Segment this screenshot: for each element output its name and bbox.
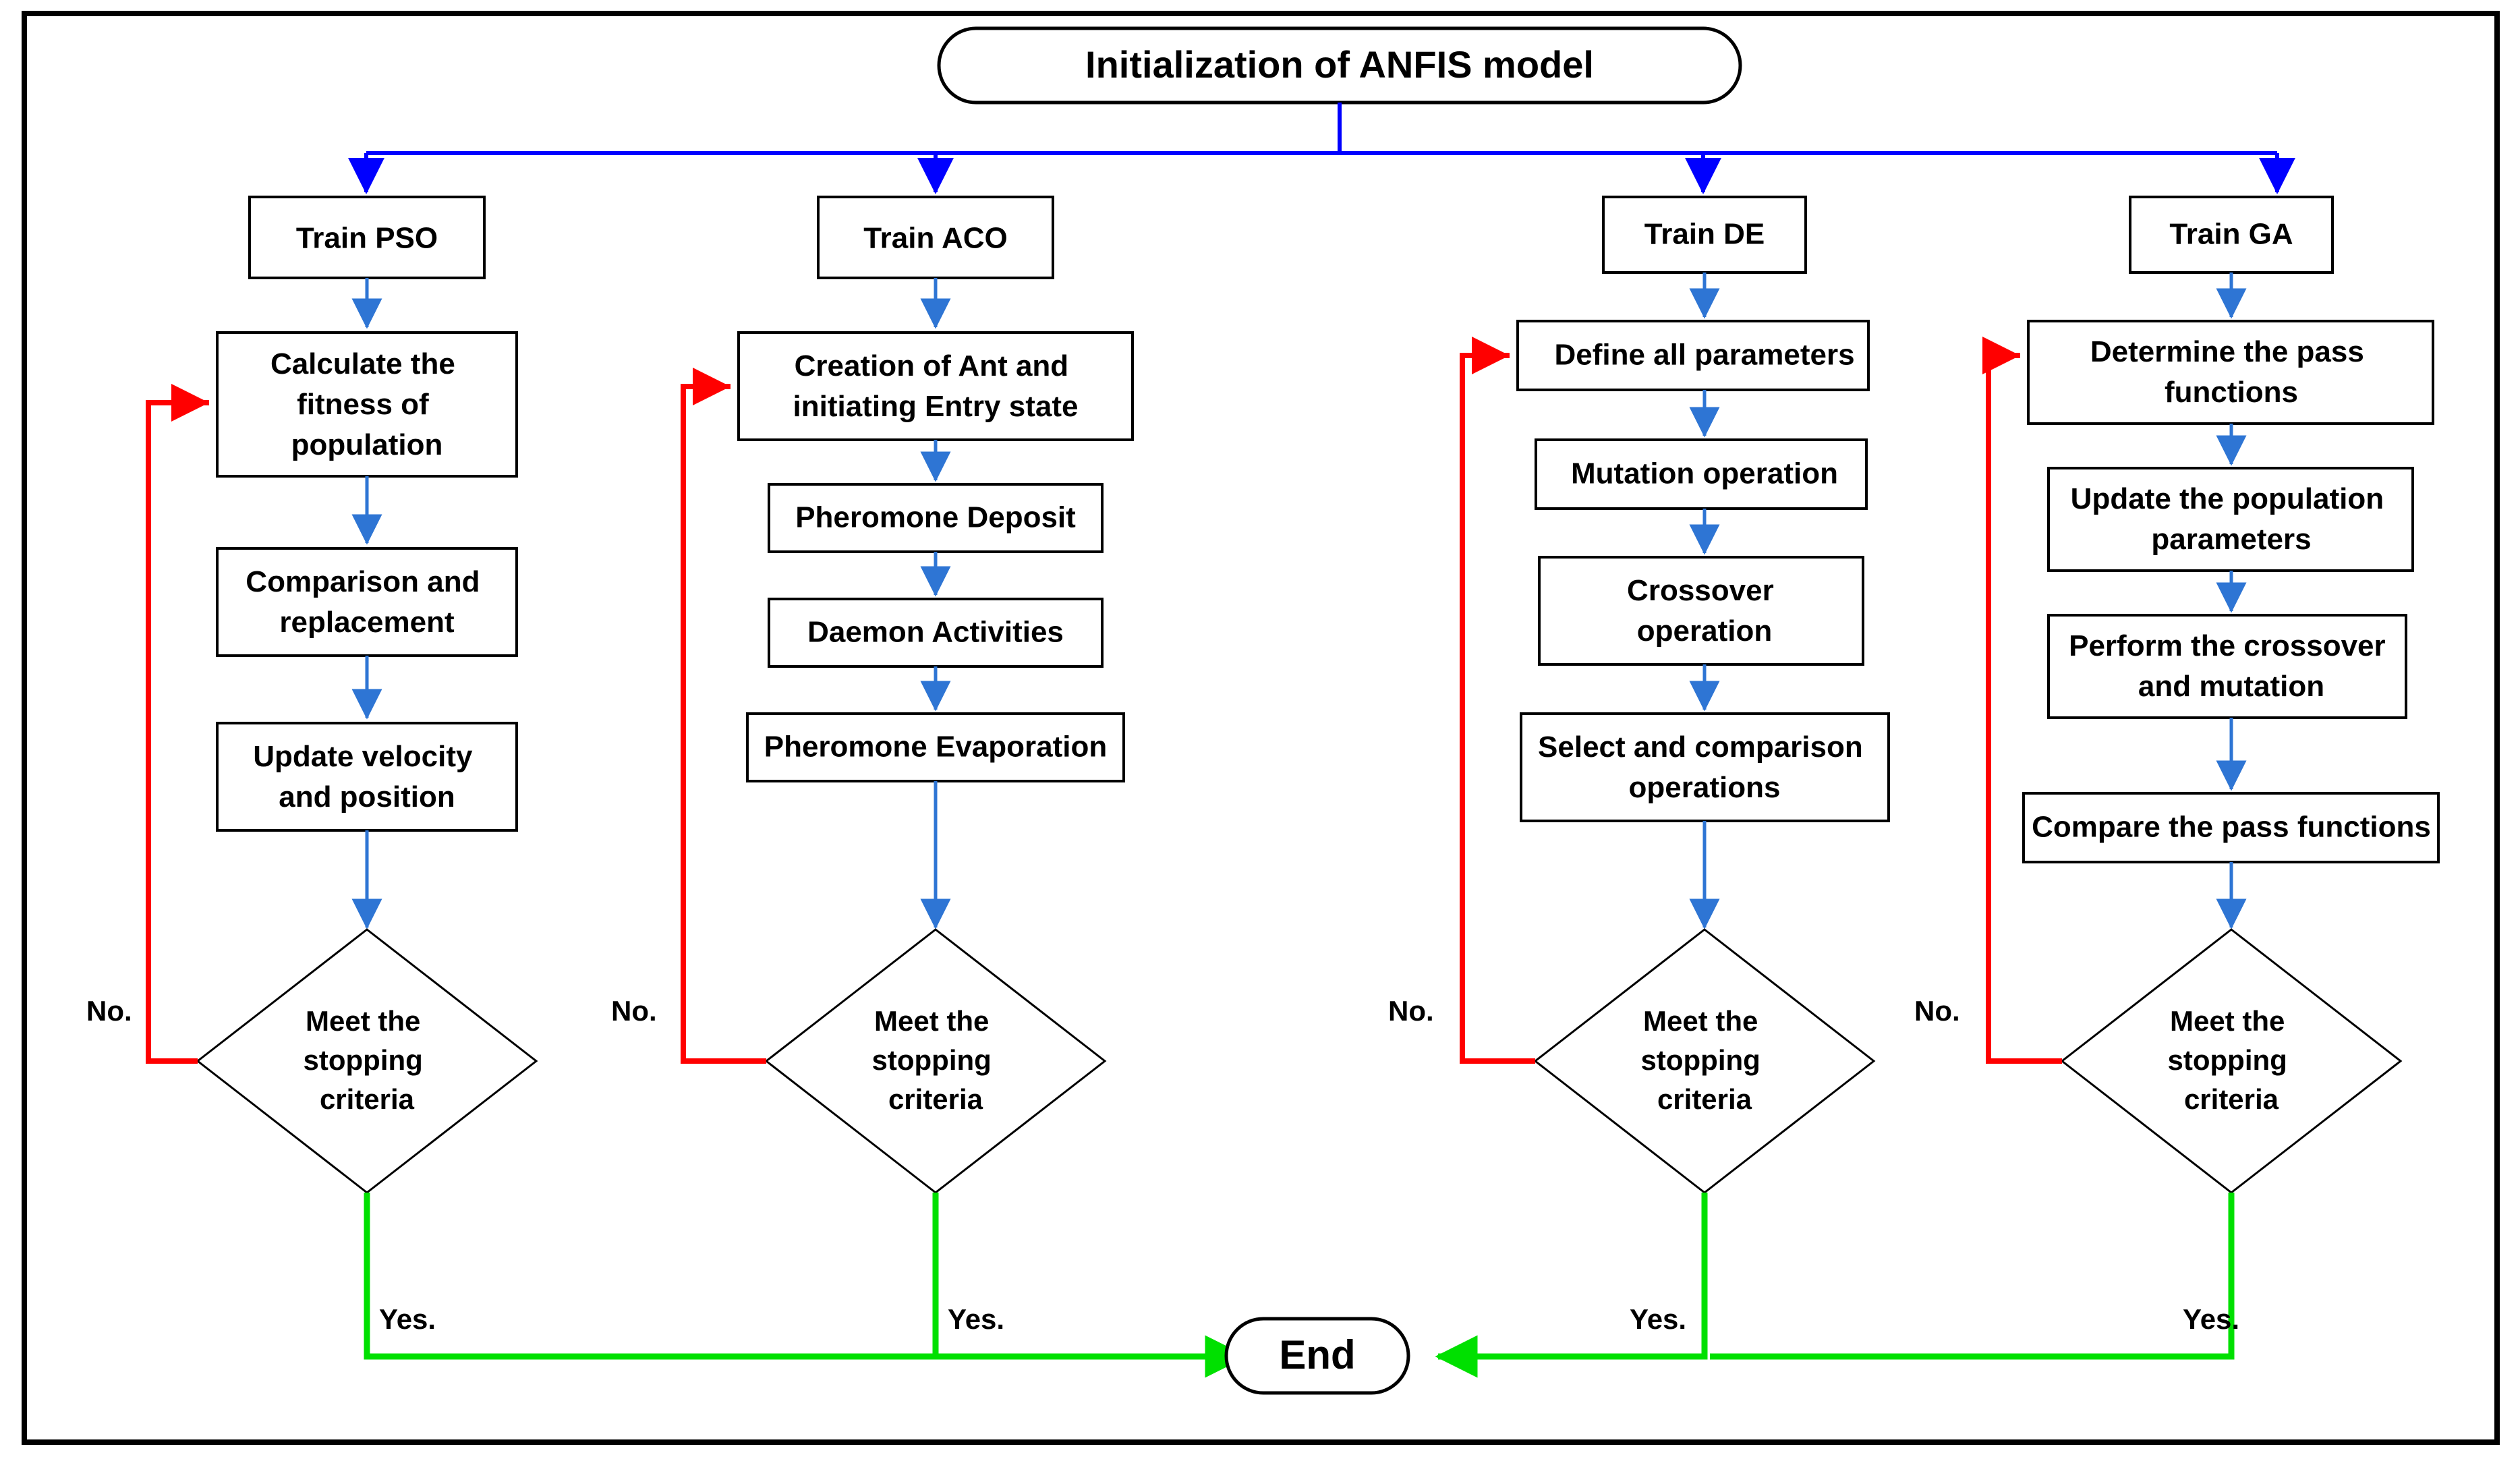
- node-pso-step-2[interactable]: [216, 547, 518, 657]
- diagram-border: [22, 11, 2500, 1445]
- node-de-step-1[interactable]: [1516, 320, 1870, 391]
- node-ga-step-3-label: Perform the crossover and mutation: [2069, 629, 2394, 703]
- edge-de-no: [1460, 337, 1535, 1064]
- node-ga-header-label: Train GA: [2169, 218, 2293, 251]
- node-de-step-3-label: Crossover operation: [1627, 574, 1782, 648]
- node-ga-step-1-label: Determine the pass functions: [2090, 335, 2372, 409]
- node-de-decision-label: Meet the stopping criteria: [1641, 1005, 1769, 1115]
- edge-aco-no-label: No.: [611, 995, 657, 1027]
- node-aco-step-2-label: Pheromone Deposit: [795, 501, 1076, 534]
- branch-pso: Train PSO Calculate the fitness of popul…: [86, 196, 1248, 1378]
- node-pso-header[interactable]: [248, 196, 486, 279]
- edge-pso-yes: [364, 1193, 1248, 1378]
- edge-de-no-label: No.: [1388, 995, 1434, 1027]
- node-ga-step-3[interactable]: [2047, 614, 2407, 719]
- node-aco-step-2[interactable]: [768, 483, 1104, 553]
- node-aco-step-1-label: Creation of Ant and initiating Entry sta…: [793, 349, 1079, 423]
- node-aco-step-4-label: Pheromone Evaporation: [764, 731, 1108, 764]
- node-pso-header-label: Train PSO: [296, 222, 438, 255]
- edge-aco-no: [681, 368, 766, 1064]
- node-pso-step-3-label: Update velocity and position: [253, 740, 480, 813]
- node-aco-step-4[interactable]: [746, 712, 1125, 782]
- fanout-connectors: [348, 103, 2295, 194]
- edge-de-yes-label: Yes.: [1630, 1303, 1686, 1335]
- node-de-header[interactable]: [1602, 196, 1807, 274]
- node-ga-step-4-label: Compare the pass functions: [2032, 811, 2431, 844]
- edge-pso-no-label: No.: [86, 995, 132, 1027]
- edge-ga-no: [1982, 337, 2062, 1064]
- start-terminator-label: Initialization of ANFIS model: [1085, 43, 1594, 86]
- end-terminator-shape: [1224, 1317, 1410, 1395]
- node-aco-step-3-label: Daemon Activities: [807, 616, 1064, 649]
- node-pso-step-1[interactable]: [216, 331, 518, 478]
- node-ga-decision-label: Meet the stopping criteria: [2168, 1005, 2295, 1115]
- node-de-step-2-label: Mutation operation: [1571, 457, 1838, 490]
- node-de-step-3[interactable]: [1538, 556, 1864, 666]
- node-de-header-label: Train DE: [1644, 218, 1765, 251]
- node-pso-step-3[interactable]: [216, 722, 518, 832]
- node-pso-step-2-label: Comparison and replacement: [246, 565, 488, 639]
- node-aco-step-3[interactable]: [768, 598, 1104, 668]
- node-de-step-2[interactable]: [1535, 438, 1868, 510]
- node-pso-decision-label: Meet the stopping criteria: [304, 1005, 431, 1115]
- edge-pso-yes-label: Yes.: [379, 1303, 436, 1335]
- edge-de-yes: [1435, 1193, 1708, 1378]
- node-pso-step-1-label: Calculate the fitness of population: [270, 347, 463, 461]
- node-aco-header[interactable]: [817, 196, 1054, 279]
- edge-pso-no: [146, 384, 209, 1064]
- node-aco-decision-label: Meet the stopping criteria: [872, 1005, 1000, 1115]
- node-ga-header[interactable]: [2129, 196, 2334, 274]
- node-ga-step-2-label: Update the population parameters: [2071, 482, 2393, 556]
- edge-ga-yes: [1710, 1193, 2235, 1360]
- node-de-step-1-label: Define all parameters: [1554, 339, 1854, 372]
- branch-ga: Train GA Determine the pass functions Up…: [1710, 196, 2440, 1360]
- edge-ga-no-label: No.: [1914, 995, 1960, 1027]
- edge-ga-yes-label: Yes.: [2183, 1303, 2239, 1335]
- branch-de: Train DE Define all parameters Mutation …: [1388, 196, 1890, 1378]
- edge-aco-yes-label: Yes.: [948, 1303, 1004, 1335]
- node-aco-header-label: Train ACO: [863, 222, 1008, 255]
- end-terminator-label: End: [1279, 1332, 1355, 1377]
- node-ga-step-2[interactable]: [2047, 467, 2414, 572]
- node-de-step-4-label: Select and comparison operations: [1538, 731, 1871, 804]
- node-aco-step-1[interactable]: [737, 331, 1134, 441]
- branch-aco: Train ACO Creation of Ant and initiating…: [611, 196, 1134, 1356]
